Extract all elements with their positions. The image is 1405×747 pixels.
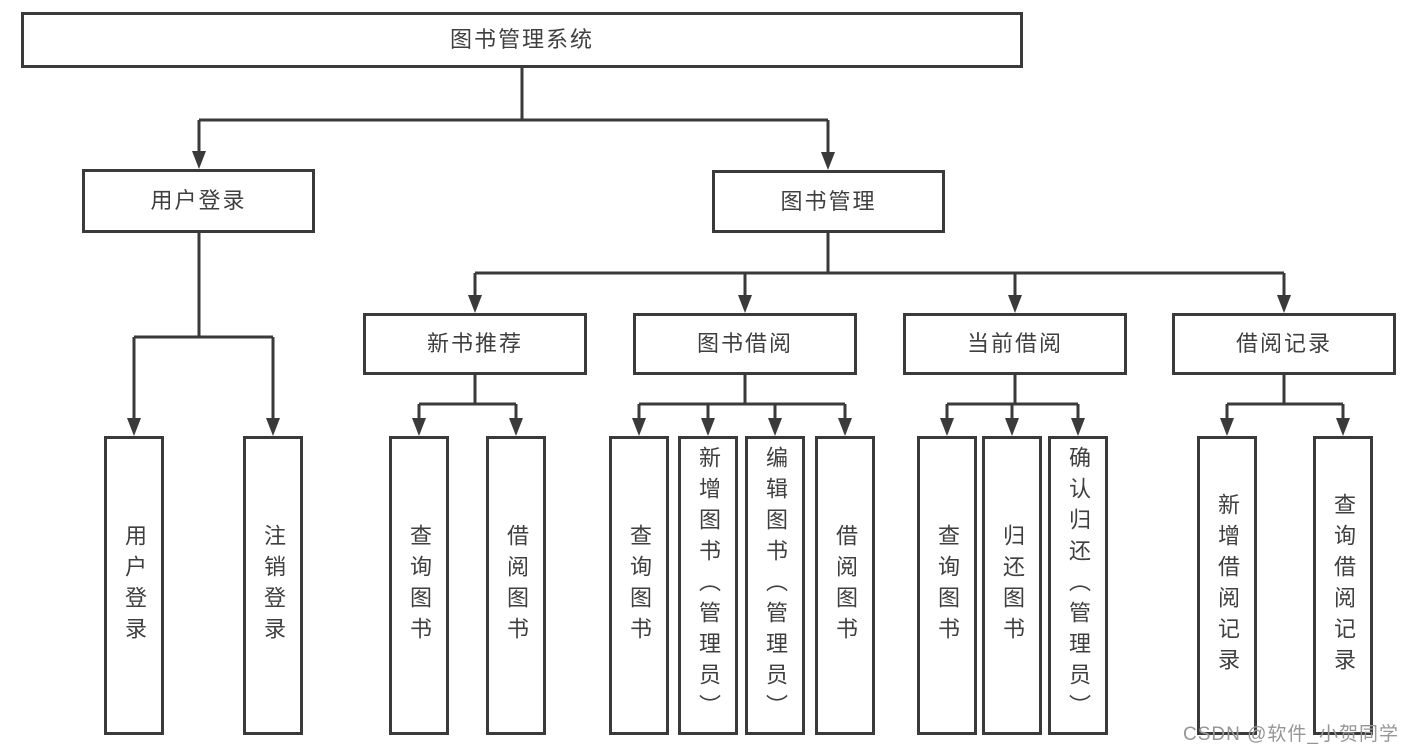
leaf-borrow-books: 借阅图书 [815,436,875,735]
csdn-watermark: CSDN @软件_小贺同学 [1183,724,1399,745]
leaf-logout: 注销登录 [243,436,303,735]
leaf-add-borrow-record: 新增借阅记录 [1197,436,1257,735]
leaf-confirm-return-admin: 确认归还（管理员） [1048,436,1108,735]
node-library-management-system: 图书管理系统 [21,12,1023,68]
node-current-borrow: 当前借阅 [903,313,1127,375]
leaf-query-borrow-record: 查询借阅记录 [1313,436,1373,735]
node-new-book-recommend: 新书推荐 [363,313,587,375]
node-book-management: 图书管理 [712,170,945,233]
arrowheads [127,151,1350,436]
node-borrow-record: 借阅记录 [1172,313,1396,375]
leaf-borrow-books-recommend: 借阅图书 [486,436,546,735]
leaf-query-books-borrow: 查询图书 [609,436,669,735]
node-book-borrow: 图书借阅 [633,313,857,375]
leaf-query-books-recommend: 查询图书 [389,436,449,735]
leaf-user-login: 用户登录 [104,436,164,735]
leaf-query-books-current: 查询图书 [917,436,977,735]
connector-stems [132,68,1345,420]
node-user-login: 用户登录 [82,169,315,233]
leaf-add-books-admin: 新增图书（管理员） [678,436,738,735]
leaf-return-books: 归还图书 [982,436,1042,735]
leaf-edit-books-admin: 编辑图书（管理员） [745,436,805,735]
